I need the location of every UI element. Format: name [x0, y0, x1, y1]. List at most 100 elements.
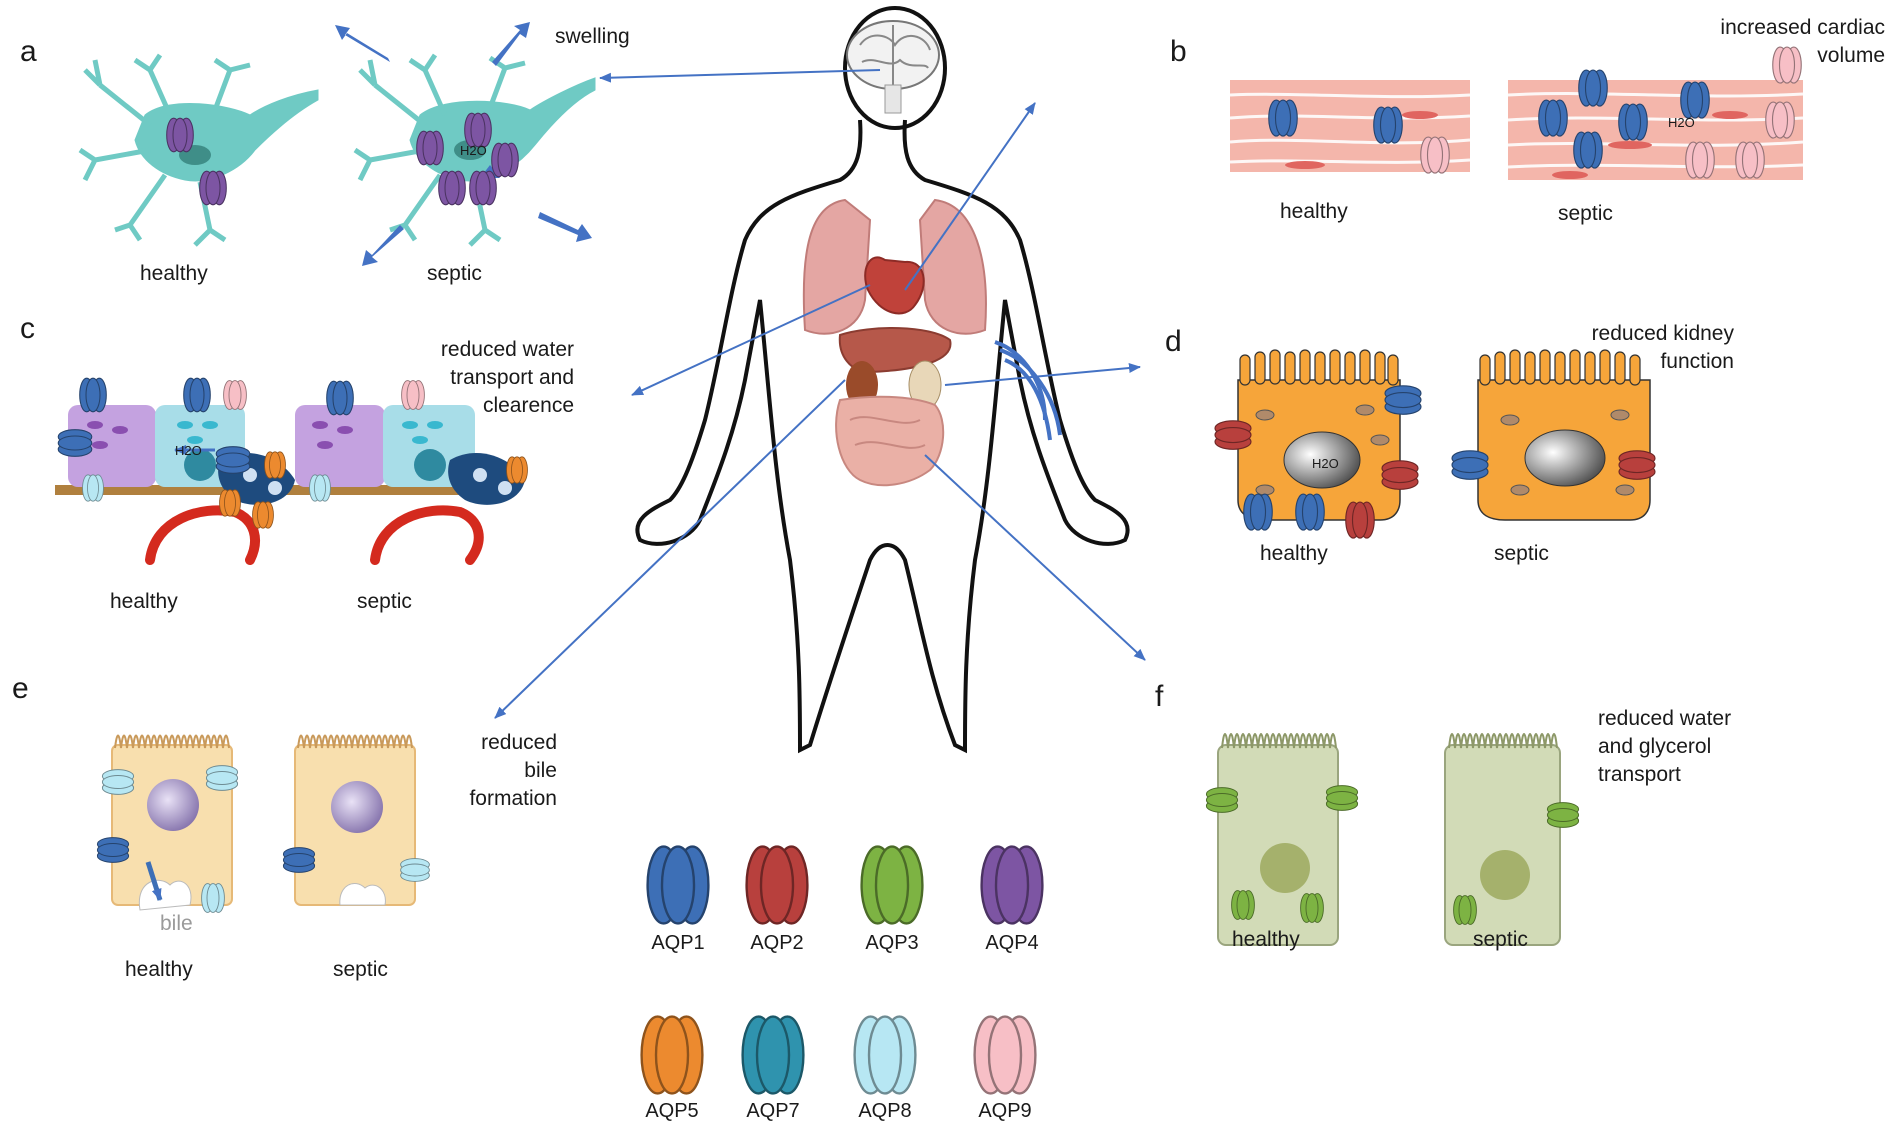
- aquaporin-aqp3-icon: [1453, 895, 1477, 925]
- aquaporin-aqp9-icon: [1420, 136, 1450, 174]
- aquaporin-aqp9-icon: [1765, 101, 1795, 139]
- aquaporin-aqp9-icon: [223, 380, 247, 410]
- legend-label-aqp1: AQP1: [651, 932, 705, 954]
- muscle-tissue-icon: [1229, 80, 1804, 180]
- aquaporin-aqp5-icon: [219, 489, 241, 517]
- aquaporin-aqp1-icon: [1680, 81, 1710, 119]
- panel-d-h2o-label: H2O: [1312, 456, 1339, 471]
- aquaporin-aqp2-icon: [1618, 450, 1656, 480]
- aquaporin-aqp1-icon: [1268, 99, 1298, 137]
- aquaporin-aqp5-icon: [264, 451, 286, 479]
- aquaporin-aqp9-icon: [1685, 141, 1715, 179]
- legend-icon-aqp9: [973, 1015, 1037, 1095]
- legend-icons: [640, 845, 1044, 1095]
- panel-c-letter: c: [20, 312, 35, 345]
- aquaporin-aqp1-icon: [79, 377, 107, 413]
- aquaporin-aqp1-icon: [1243, 493, 1273, 531]
- aquaporin-aqp8-icon: [400, 858, 430, 882]
- aquaporin-aqp9-icon: [401, 380, 425, 410]
- legend-label-aqp2: AQP2: [750, 932, 804, 954]
- legend-label-aqp9: AQP9: [978, 1100, 1032, 1122]
- hepatocyte-icon: [111, 734, 416, 911]
- heart-icon: [864, 256, 925, 315]
- panel-f-letter: f: [1155, 680, 1164, 713]
- aquaporin-aqp4-icon: [469, 170, 497, 206]
- aquaporin-aqp4-icon: [438, 170, 466, 206]
- panel-b-h2o-label: H2O: [1668, 115, 1695, 130]
- legend-label-aqp8: AQP8: [858, 1100, 912, 1122]
- aquaporin-aqp4-icon: [491, 142, 519, 178]
- legend-label-aqp3: AQP3: [865, 932, 919, 954]
- panel-c-note: reduced water transport and clearence: [440, 338, 574, 417]
- aquaporin-aqp1-icon: [1538, 99, 1568, 137]
- aquaporin-aqp3-icon: [1205, 787, 1239, 813]
- aquaporin-aqp3-icon: [1546, 802, 1580, 828]
- legend-icon-aqp5: [640, 1015, 704, 1095]
- aquaporin-aqp1-icon: [1373, 106, 1403, 144]
- panel-b-letter: b: [1170, 35, 1187, 68]
- panel-a-healthy-label: healthy: [140, 262, 208, 285]
- panel-c-h2o-label: H2O: [175, 443, 202, 458]
- lungs-icon: [802, 198, 987, 335]
- aquaporin-aqp8-icon: [201, 883, 225, 913]
- connector-arrows: [494, 69, 1146, 719]
- aquaporin-aqp5-icon: [252, 501, 274, 529]
- panel-d-letter: d: [1165, 325, 1182, 358]
- aquaporin-aqp2-icon: [1345, 501, 1375, 539]
- panel-a-note: swelling: [555, 25, 630, 48]
- aquaporin-aqp4-icon: [416, 130, 444, 166]
- aquaporin-aqp8-icon: [205, 765, 239, 791]
- panel-d-septic-label: septic: [1494, 542, 1549, 565]
- human-body-outline: [635, 6, 1130, 754]
- aquaporin-aqp9-icon: [1735, 141, 1765, 179]
- aquaporin-aqp1-icon: [1295, 493, 1325, 531]
- aquaporin-aqp8-icon: [309, 474, 331, 502]
- legend-icon-aqp4: [980, 845, 1044, 925]
- aquaporin-aqp9-icon: [1772, 46, 1802, 84]
- legend-icon-aqp8: [853, 1015, 917, 1095]
- aquaporin-aqp1-icon: [282, 847, 316, 873]
- brain-icon: [846, 20, 940, 114]
- legend-label-aqp5: AQP5: [645, 1100, 699, 1122]
- kidney-tubule-cell-icon: [1237, 349, 1651, 521]
- aquaporin-aqp3-icon: [1231, 890, 1255, 920]
- legend-label-aqp4: AQP4: [985, 932, 1039, 954]
- panel-c-septic-label: septic: [357, 590, 412, 613]
- enterocyte-icon: [1217, 733, 1561, 946]
- legend-icon-aqp3: [860, 845, 924, 925]
- aquaporin-aqp3-icon: [1300, 893, 1324, 923]
- intestine-icon: [835, 395, 945, 487]
- panel-c-healthy-label: healthy: [110, 590, 178, 613]
- blood-vessels: [994, 340, 1062, 441]
- aquaporin-aqp4-icon: [166, 117, 194, 153]
- panel-e-septic-label: septic: [333, 958, 388, 981]
- panel-d-note: reduced kidney function: [1591, 322, 1734, 373]
- panel-e-note: reduced bile formation: [469, 731, 557, 810]
- panel-a-artwork: [78, 22, 596, 266]
- aquaporin-aqp1-icon: [1384, 385, 1422, 415]
- aquaporin-channels: [57, 46, 1802, 925]
- aquaporin-aqp8-icon: [101, 769, 135, 795]
- panel-a-letter: a: [20, 35, 37, 68]
- panel-e-healthy-label: healthy: [125, 958, 193, 981]
- legend-icon-aqp2: [745, 845, 809, 925]
- neuron-icon-septic: [353, 53, 596, 247]
- aquaporin-aqp1-icon: [57, 429, 93, 457]
- panel-b-septic-label: septic: [1558, 202, 1613, 225]
- panel-f-septic-label: septic: [1473, 928, 1528, 951]
- aquaporin-aqp1-icon: [96, 837, 130, 863]
- panel-f-healthy-label: healthy: [1232, 928, 1300, 951]
- panel-f-note: reduced water and glycerol transport: [1598, 707, 1732, 786]
- aquaporin-aqp8-icon: [82, 474, 104, 502]
- panel-a-septic-label: septic: [427, 262, 482, 285]
- aquaporin-aqp1-icon: [1451, 450, 1489, 480]
- legend-label-aqp7: AQP7: [746, 1100, 800, 1122]
- aquaporin-aqp3-icon: [1325, 785, 1359, 811]
- lung-alveoli-icon: [55, 405, 525, 565]
- aquaporin-aqp4-icon: [464, 112, 492, 148]
- legend-icon-aqp7: [741, 1015, 805, 1095]
- aquaporin-aqp2-icon: [1381, 460, 1419, 490]
- panel-e-letter: e: [12, 672, 29, 705]
